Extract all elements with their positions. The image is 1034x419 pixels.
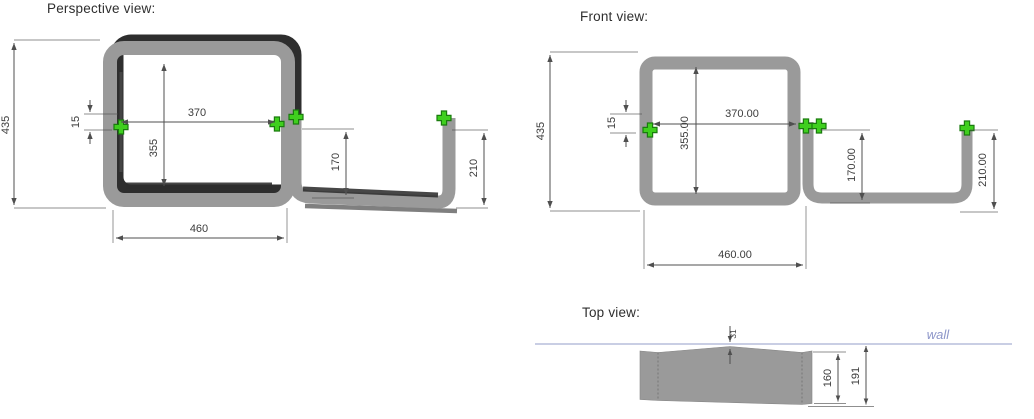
perspective-dim-channel-height: 170 <box>330 153 342 171</box>
plus-marker-icon[interactable] <box>811 118 827 134</box>
perspective-dim-overall-width: 460 <box>190 223 208 235</box>
dim-overall-width: 460 <box>112 208 288 243</box>
front-dim-overall-height: 435 <box>535 122 547 140</box>
front-dim-lip: 15 <box>606 117 618 129</box>
top-view-drawing: wall 31 160 191 <box>535 326 1012 407</box>
front-view-label: Front view: <box>580 9 649 24</box>
front-dim-inner-width: 370.00 <box>725 108 759 120</box>
box-tube-3d <box>103 34 302 207</box>
dim-overall-height: 435 <box>535 51 640 212</box>
perspective-dim-inner-width: 370 <box>188 107 206 119</box>
top-dim-wall-offset: 31 <box>728 329 738 339</box>
front-dim-inner-height: 355.00 <box>679 116 691 150</box>
channel-3d <box>288 118 458 214</box>
front-dim-overall-width: 460.00 <box>718 249 752 261</box>
dim-overall-height: 435 <box>0 39 106 209</box>
dim-inner-width: 370 <box>121 107 275 125</box>
perspective-view-label: Perspective view: <box>47 1 156 16</box>
dim-right-height: 210.00 <box>960 129 998 213</box>
dim-inner-height: 355.00 <box>679 67 699 194</box>
dim-inner-width: 370.00 <box>653 108 796 127</box>
dim-right-height: 210 <box>452 129 488 209</box>
top-view-label: Top view: <box>582 305 641 320</box>
dim-overall-width: 460.00 <box>643 206 807 269</box>
wall-label: wall <box>927 327 951 342</box>
channel-front <box>802 122 973 204</box>
top-dim-depth: 160 <box>822 369 834 387</box>
box-tube-front <box>639 56 801 206</box>
front-view-drawing: 435 15 370.00 355.00 170.00 <box>535 51 998 269</box>
perspective-dim-inner-height: 355 <box>148 139 160 157</box>
perspective-dim-overall-height: 435 <box>0 116 12 134</box>
dim-total-depth: 191 <box>808 346 874 407</box>
perspective-view-drawing: 435 15 370 355 170 <box>0 34 488 243</box>
dim-lip: 15 <box>70 100 118 144</box>
dim-wall-offset: 31 <box>727 326 738 364</box>
profile-top-section <box>639 346 813 405</box>
dim-inner-height: 355 <box>148 64 167 186</box>
dim-depth: 160 <box>813 351 846 404</box>
front-dim-channel-height: 170.00 <box>846 148 858 182</box>
dim-lip: 15 <box>606 100 642 147</box>
dim-channel-height: 170 <box>302 128 354 199</box>
dim-channel-height: 170.00 <box>820 129 870 204</box>
top-dim-total-depth: 191 <box>850 367 862 385</box>
perspective-dim-lip: 15 <box>70 116 82 128</box>
perspective-dim-right-height: 210 <box>468 159 480 177</box>
front-dim-right-height: 210.00 <box>977 153 989 187</box>
